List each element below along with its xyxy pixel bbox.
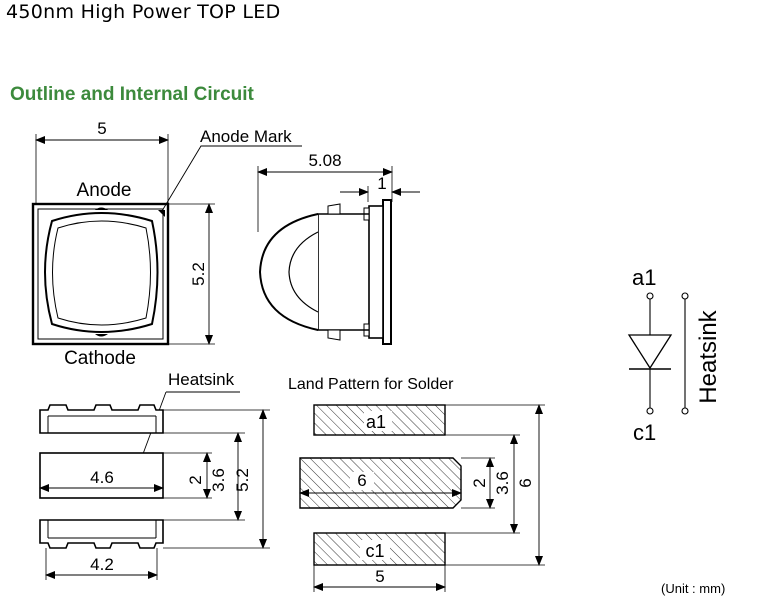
top-width-dim: 5 — [97, 119, 106, 138]
package-body-top — [31, 202, 170, 346]
land-dim-2: 2 — [470, 478, 489, 487]
anode-label: Anode — [77, 180, 132, 201]
side-body — [368, 205, 384, 339]
section-title: Outline and Internal Circuit — [10, 84, 254, 105]
anode-mark-corner — [158, 210, 165, 217]
bottom-view: Heatsink 4.6 4.2 2 3.6 5.2 — [39, 370, 270, 580]
heatsink-height-dim: 2 — [186, 475, 205, 484]
inner-height-dim: 3.6 — [209, 468, 228, 492]
side-length-dim: 5.08 — [308, 151, 341, 170]
bottom-upper-pad — [39, 404, 164, 434]
top-view: 5 Anode Anode Mark 5.2 Cathode — [31, 119, 302, 369]
land-width-dim: 5 — [375, 567, 384, 586]
page-header-title: 450nm High Power TOP LED — [6, 1, 281, 23]
top-height-dim: 5.2 — [189, 262, 208, 286]
land-pad-heatsink — [299, 457, 462, 509]
top-notch — [95, 207, 108, 210]
bottom-heatsink-label: Heatsink — [168, 370, 235, 389]
land-dim-6: 6 — [516, 478, 535, 487]
land-pad-mid-label: 6 — [357, 471, 366, 490]
circuit-cathode-pin: c1 — [633, 420, 656, 445]
land-pattern: Land Pattern for Solder a1 6 c1 5 2 3.6 … — [288, 376, 545, 592]
circuit-heatsink-label: Heatsink — [695, 309, 722, 403]
land-pattern-title: Land Pattern for Solder — [288, 376, 454, 393]
lens-outline — [44, 212, 159, 333]
side-view: 5.08 1 — [257, 151, 420, 345]
internal-circuit: a1 c1 Heatsink — [627, 265, 722, 445]
land-pad-c1-label: c1 — [365, 541, 384, 561]
anode-mark-leader — [161, 145, 302, 212]
unit-note: (Unit : mm) — [661, 581, 725, 596]
heatsink-width-dim: 4.6 — [90, 468, 114, 487]
land-dim-3-6: 3.6 — [493, 471, 512, 495]
circuit-anode-pin: a1 — [632, 265, 656, 290]
land-pad-a1-label: a1 — [366, 412, 386, 432]
diode-symbol — [627, 334, 673, 370]
bottom-width-dim: 4.2 — [90, 555, 114, 574]
cathode-label: Cathode — [64, 348, 136, 369]
anode-mark-label: Anode Mark — [200, 127, 292, 146]
bottom-lower-pad — [39, 519, 164, 549]
thickness-dim: 1 — [377, 174, 386, 193]
outer-height-dim: 5.2 — [233, 468, 252, 492]
